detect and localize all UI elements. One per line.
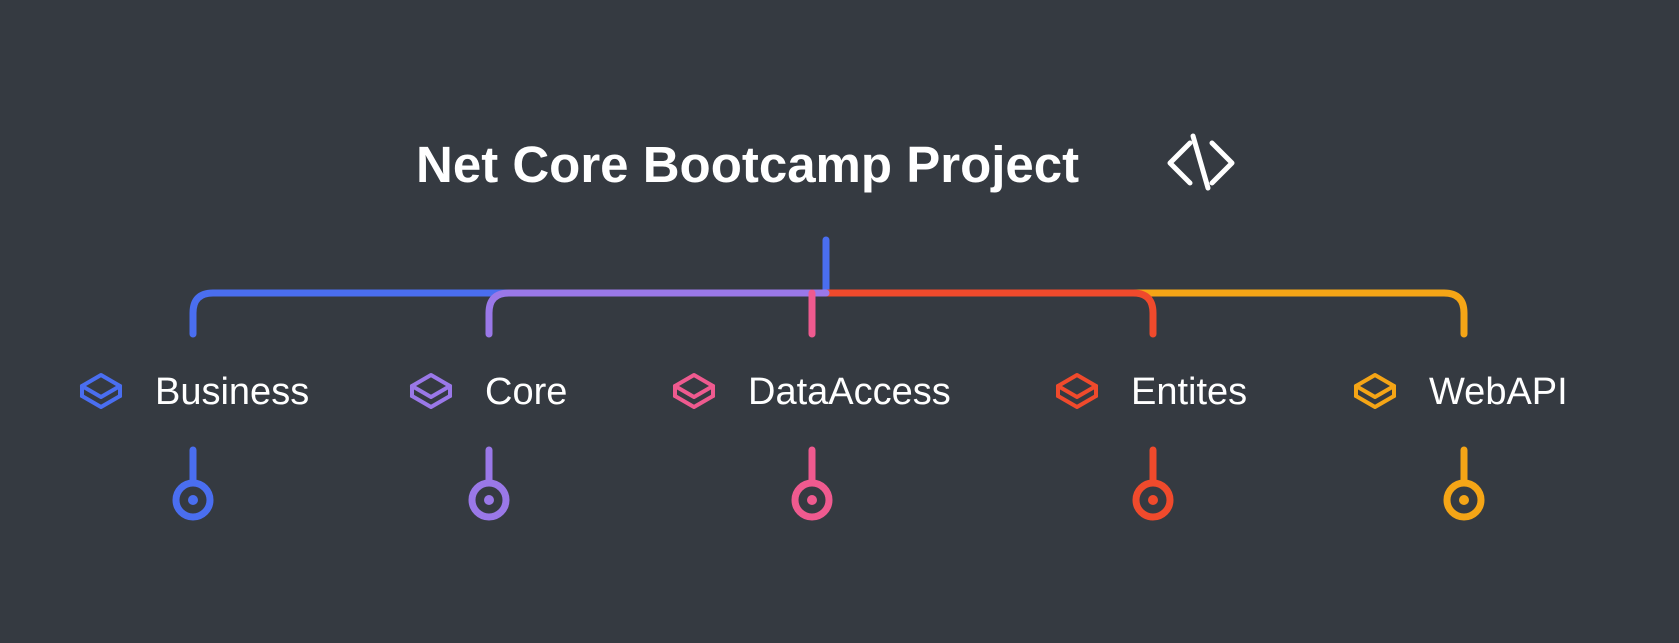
- layers-icon: [410, 373, 452, 409]
- node-label: Business: [155, 371, 309, 413]
- pin-marker: [791, 446, 833, 521]
- layers-icon: [1354, 373, 1396, 409]
- node-label: DataAccess: [748, 371, 951, 413]
- node-label: Core: [485, 371, 567, 413]
- pin-marker: [172, 446, 214, 521]
- pin-marker: [1132, 446, 1174, 521]
- branch-business: [189, 289, 830, 338]
- pin-marker: [468, 446, 510, 521]
- branch-webapi: [822, 289, 1468, 338]
- node-webapi: WebAPI: [1354, 371, 1568, 413]
- node-dataaccess: DataAccess: [673, 371, 951, 413]
- node-label: WebAPI: [1429, 371, 1568, 413]
- code-brackets-icon: [1167, 133, 1235, 191]
- branch-core: [485, 289, 830, 338]
- node-core: Core: [410, 371, 567, 413]
- layers-icon: [1056, 373, 1098, 409]
- layers-icon: [80, 373, 122, 409]
- pin-marker: [1443, 446, 1485, 521]
- layers-icon: [673, 373, 715, 409]
- branch-lines: [189, 289, 1468, 338]
- node-entites: Entites: [1056, 371, 1247, 413]
- diagram-title: Net Core Bootcamp Project: [416, 136, 1079, 193]
- node-business: Business: [80, 371, 309, 413]
- branch-entites: [822, 289, 1157, 338]
- node-label: Entites: [1131, 371, 1247, 413]
